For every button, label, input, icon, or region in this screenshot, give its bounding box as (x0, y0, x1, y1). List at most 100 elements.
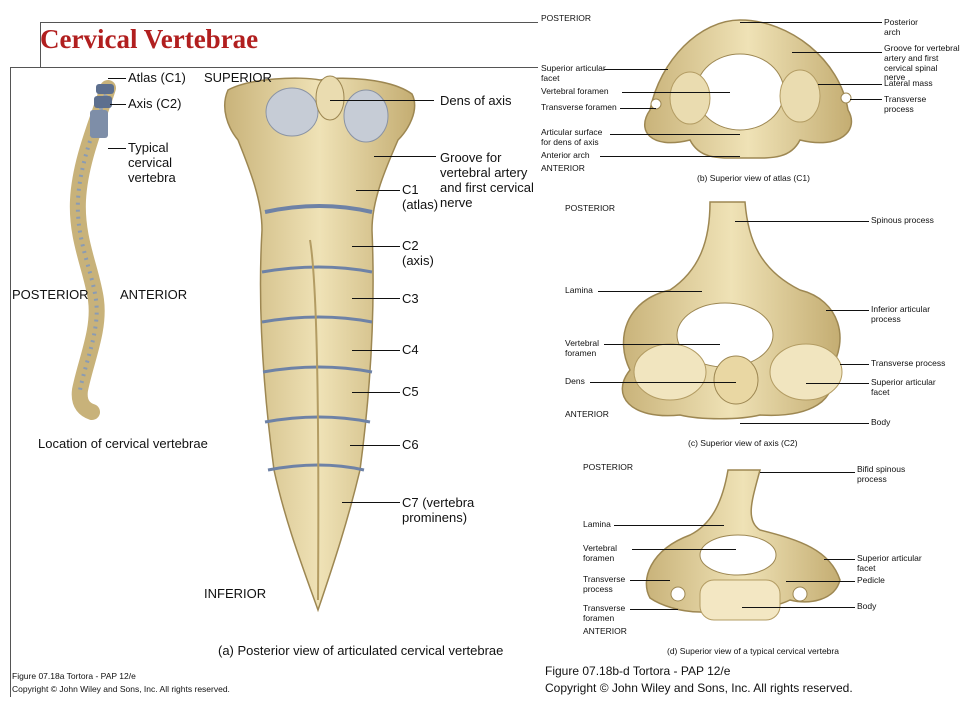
figure-ref-a: Figure 07.18a Tortora - PAP 12/e (12, 671, 136, 681)
atlas-label-groove: Groove for vertebral artery and first ce… (884, 43, 960, 83)
label-c7-vertebra-prominens: C7 (vertebra prominens) (402, 495, 475, 525)
spine-cervical-highlight (90, 110, 108, 138)
typical-label-lamina: Lamina (583, 519, 611, 529)
dens (315, 75, 345, 121)
leader-atlas-articular (610, 134, 740, 135)
atlas-label-vertebral-foramen: Vertebral foramen (541, 86, 609, 96)
atlas-label-anterior-arch: Anterior arch (541, 150, 590, 160)
articulated-vertebrae-illustration (224, 75, 416, 613)
atlas-anterior: ANTERIOR (541, 163, 585, 173)
axis-label-inferior-articular: Inferior articular process (871, 304, 931, 324)
right-articular-facet (343, 89, 389, 143)
spine-axis-highlight (94, 96, 112, 108)
leader-groove (374, 156, 436, 157)
label-typical-cervical: Typical cervical vertebra (128, 140, 176, 185)
leader-typical-body (742, 607, 855, 608)
caption-atlas: (b) Superior view of atlas (C1) (697, 173, 810, 183)
axis-label-spinous-process: Spinous process (871, 215, 934, 225)
leader-typical-tforamen (630, 609, 678, 610)
leader-atlas-tprocess (850, 99, 882, 100)
leader-atlas-spine (108, 78, 126, 79)
atlas-label-transverse-process: Transverse process (884, 94, 927, 114)
leader-c5 (352, 392, 400, 393)
axis-label-lamina: Lamina (565, 285, 593, 295)
axis-dens (713, 355, 759, 405)
label-axis-c2: Axis (C2) (128, 96, 182, 111)
typical-anterior: ANTERIOR (583, 626, 627, 636)
atlas-label-lateral-mass: Lateral mass (884, 78, 933, 88)
copyright-a: Copyright © John Wiley and Sons, Inc. Al… (12, 684, 230, 694)
axis-label-body: Body (871, 417, 891, 427)
spine-atlas-highlight (96, 84, 114, 94)
typical-label-superior-facet: Superior articular facet (857, 553, 922, 573)
typical-label-pedicle: Pedicle (857, 575, 885, 585)
leader-typical-pedicle (786, 581, 855, 582)
axis-illustration (621, 201, 843, 420)
label-spine-anterior: ANTERIOR (120, 287, 188, 302)
label-spine-posterior: POSTERIOR (12, 287, 89, 302)
leader-typical-spine (108, 148, 126, 149)
leader-c6 (350, 445, 400, 446)
label-groove-vertebral-artery: Groove for vertebral artery and first ce… (440, 150, 534, 210)
leader-c3 (352, 298, 400, 299)
leader-atlas-facet (604, 69, 668, 70)
caption-location: Location of cervical vertebrae (38, 436, 208, 451)
typical-posterior: POSTERIOR (583, 462, 634, 472)
label-c4: C4 (402, 342, 419, 357)
leader-axis-body (740, 423, 869, 424)
leader-c7 (342, 502, 400, 503)
typical-label-transverse-foramen: Transverse foramen (583, 603, 626, 623)
leader-atlas-tforamen (620, 108, 656, 109)
leader-axis-dens (590, 382, 736, 383)
spine-illustration (69, 80, 116, 420)
leader-axis-spinous (735, 221, 869, 222)
caption-typical: (d) Superior view of a typical cervical … (667, 646, 839, 656)
leader-typical-foramen (632, 549, 736, 550)
typical-label-transverse-process: Transverse process (583, 574, 626, 594)
axis-label-superior-facet: Superior articular facet (871, 377, 936, 397)
leader-c4 (352, 350, 400, 351)
leader-typical-facet (824, 559, 855, 560)
content-frame-left (10, 67, 11, 697)
title-frame-top (40, 22, 538, 23)
leader-axis-spine (110, 104, 126, 105)
leader-typical-lamina (614, 525, 724, 526)
label-c1-atlas: C1 (atlas) (402, 182, 439, 212)
label-superior: SUPERIOR (204, 70, 272, 85)
label-atlas-c1: Atlas (C1) (128, 70, 186, 85)
label-dens-of-axis: Dens of axis (440, 93, 512, 108)
leader-axis-lamina (598, 291, 702, 292)
leader-typical-tprocess (630, 580, 670, 581)
typical-body (699, 579, 781, 621)
copyright-bd: Copyright © John Wiley and Sons, Inc. Al… (545, 681, 853, 695)
content-frame-top (10, 67, 538, 68)
atlas-posterior: POSTERIOR (541, 13, 592, 23)
caption-articulated: (a) Posterior view of articulated cervic… (218, 643, 504, 658)
label-c5: C5 (402, 384, 419, 399)
axis-posterior: POSTERIOR (565, 203, 616, 213)
leader-dens (330, 100, 434, 101)
axis-label-vertebral-foramen: Vertebral foramen (565, 338, 600, 358)
leader-axis-tprocess (840, 364, 869, 365)
label-c3: C3 (402, 291, 419, 306)
typical-label-body: Body (857, 601, 877, 611)
typical-label-vertebral-foramen: Vertebral foramen (583, 543, 618, 563)
atlas-illustration (644, 19, 853, 159)
leader-axis-foramen (604, 344, 720, 345)
label-c6: C6 (402, 437, 419, 452)
leader-atlas-mass (818, 84, 882, 85)
caption-axis: (c) Superior view of axis (C2) (688, 438, 798, 448)
atlas-label-posterior-arch: Posterior arch (884, 17, 919, 37)
left-articular-facet (265, 87, 319, 137)
leader-axis-facet (806, 383, 869, 384)
label-inferior: INFERIOR (204, 586, 267, 601)
atlas-label-transverse-foramen: Transverse foramen (541, 102, 617, 112)
atlas-label-articular-surface: Articular surface for dens of axis (541, 127, 603, 147)
axis-label-dens: Dens (565, 376, 585, 386)
leader-atlas-parch (740, 22, 882, 23)
leader-atlas-foramen (622, 92, 730, 93)
leader-atlas-groove (792, 52, 882, 53)
label-c2-axis: C2 (axis) (402, 238, 434, 268)
figure-ref-bd: Figure 07.18b-d Tortora - PAP 12/e (545, 664, 731, 678)
